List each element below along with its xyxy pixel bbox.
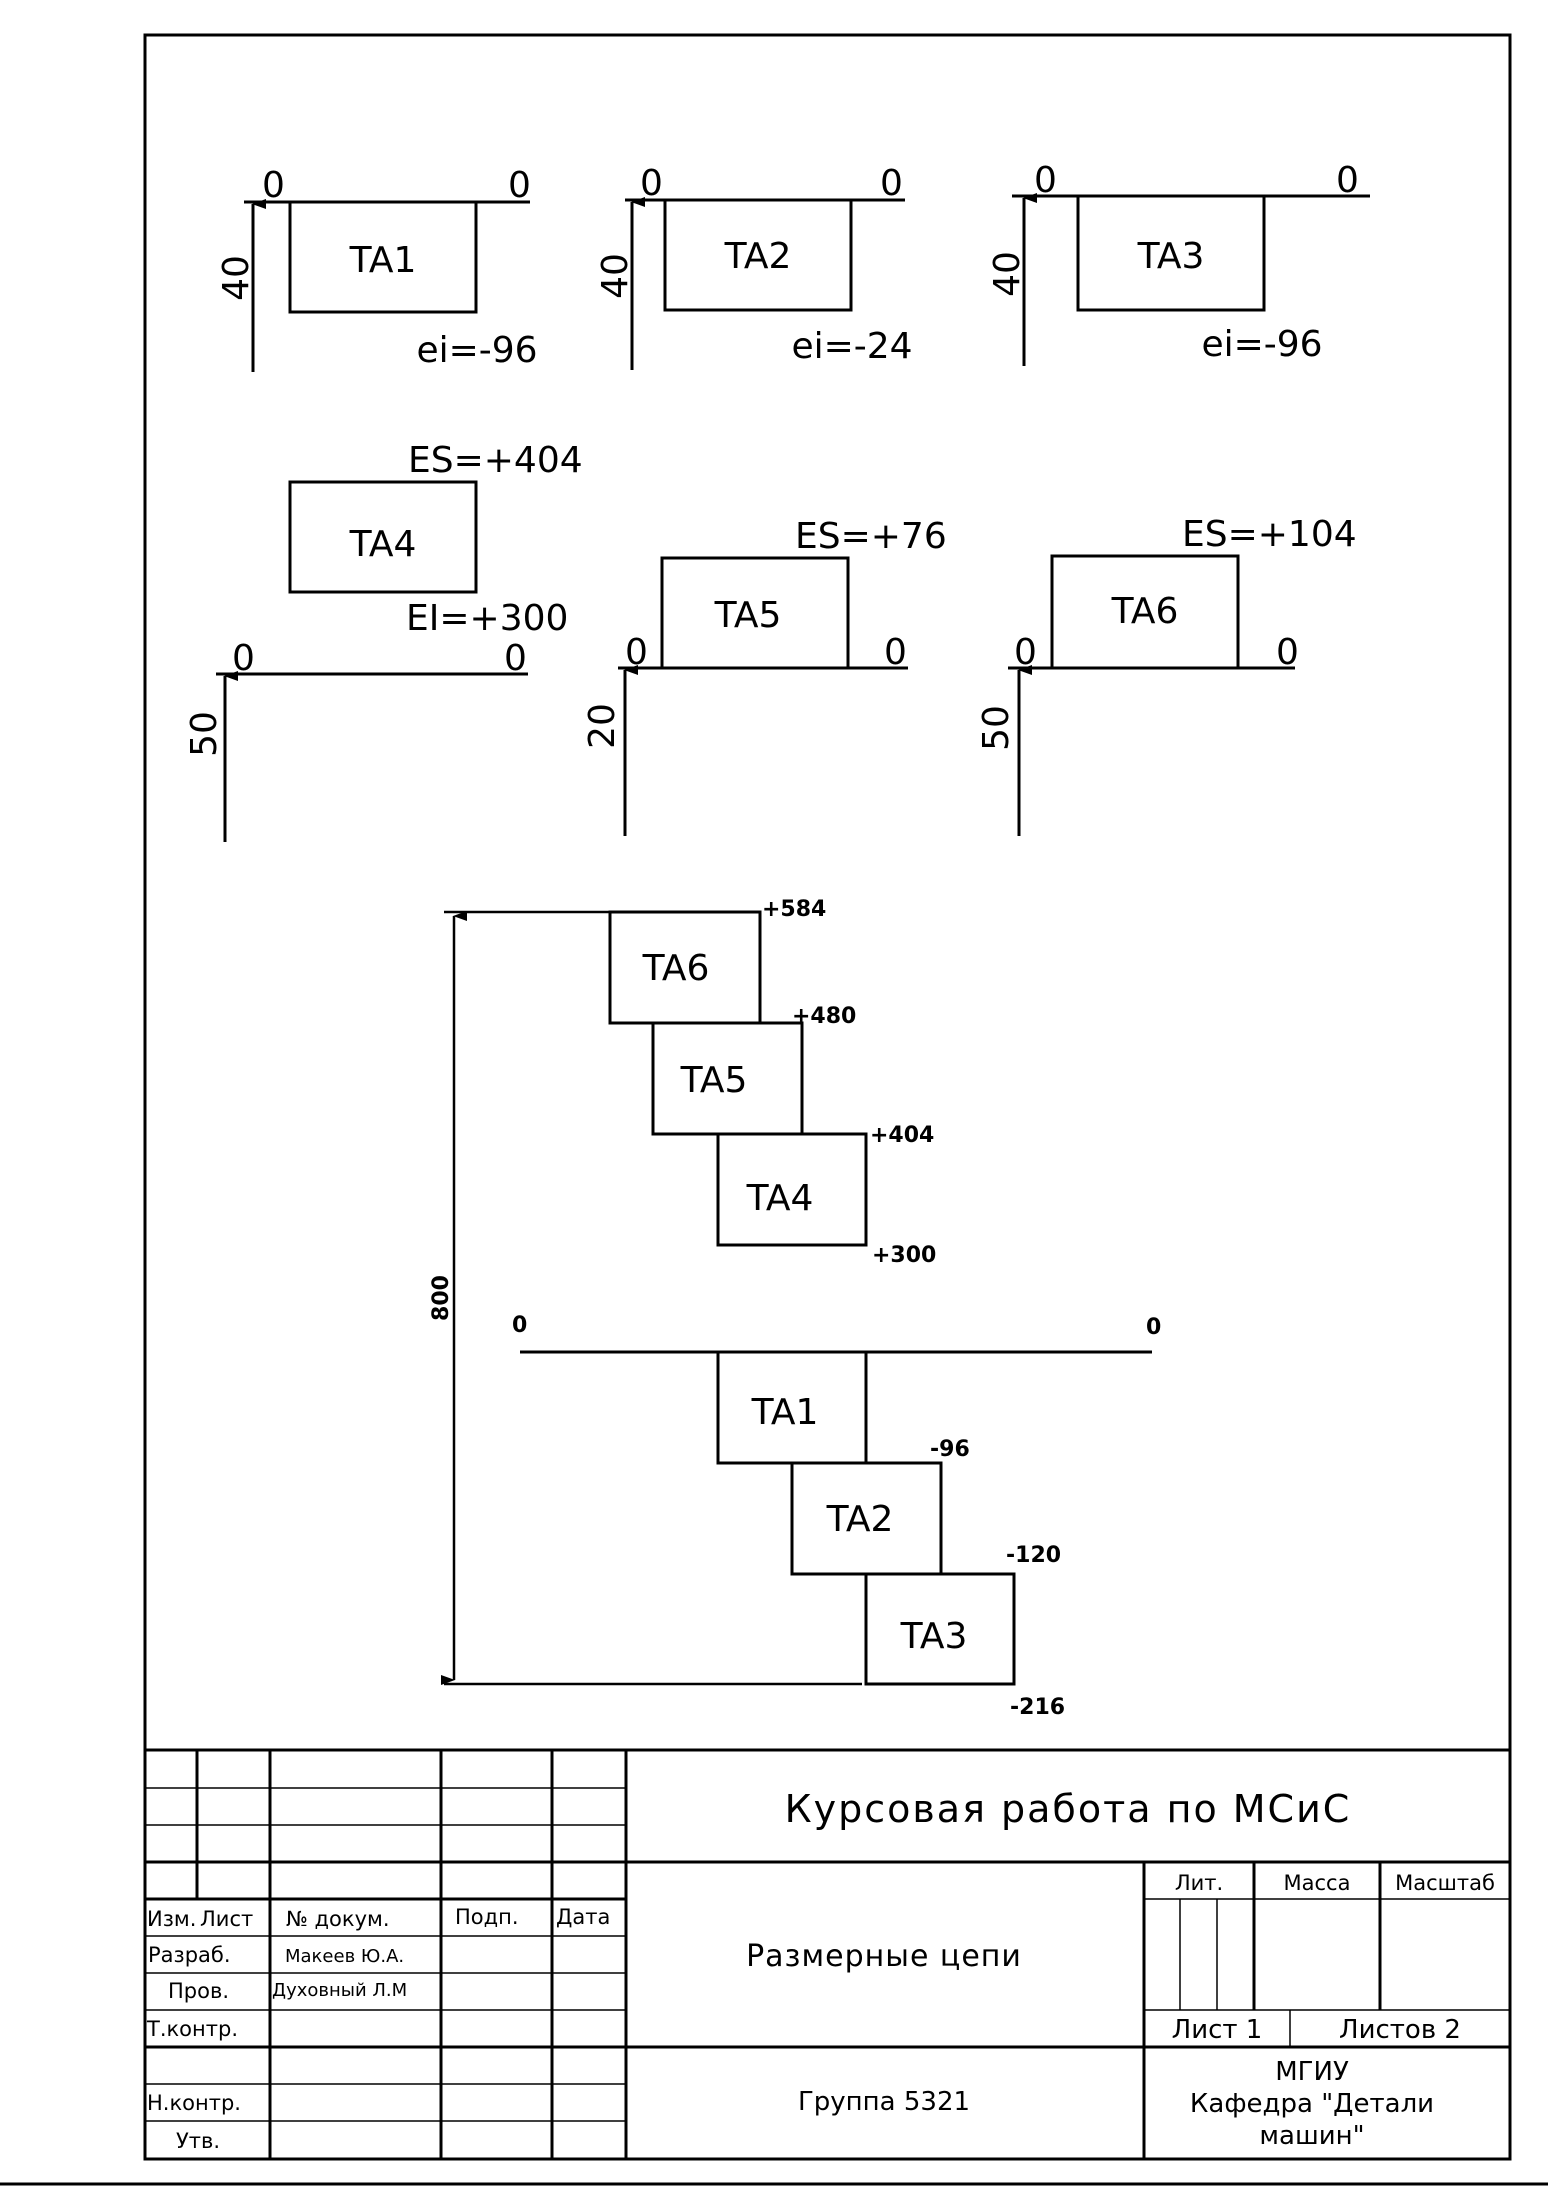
deviation-top-label: ES=+76 bbox=[795, 516, 947, 557]
zero-label-left: 0 bbox=[640, 163, 663, 204]
dimension-value: 50 bbox=[184, 711, 225, 757]
org-line-1: МГИУ bbox=[1275, 2057, 1349, 2087]
chain-zero-right: 0 bbox=[1146, 1315, 1161, 1340]
deviation-top-label: ES=+404 bbox=[408, 440, 583, 481]
chain-box-ta3 bbox=[864, 1572, 1016, 1686]
box-label: TA4 bbox=[349, 524, 417, 565]
tolerance-box bbox=[288, 480, 478, 594]
zero-label-left: 0 bbox=[262, 165, 285, 206]
deviation-label: ei=-96 bbox=[416, 330, 537, 371]
chain-deviation-label: -216 bbox=[1010, 1695, 1065, 1720]
tolerance-box bbox=[288, 200, 478, 314]
panel-ta2: 0 0 TA2 ei=-24 40 bbox=[595, 163, 913, 370]
box-label: TA2 bbox=[724, 236, 792, 277]
sheet-count: Листов 2 bbox=[1339, 2015, 1461, 2045]
dimension-value: 40 bbox=[987, 251, 1028, 297]
dimension-value: 50 bbox=[976, 705, 1017, 751]
chain-box-label: TA2 bbox=[826, 1499, 894, 1540]
masshtab-header: Масштаб bbox=[1395, 1871, 1495, 1895]
col-podp: Подп. bbox=[455, 1905, 519, 1929]
chain-box-ta4 bbox=[716, 1132, 868, 1247]
row-razrab: Разраб. bbox=[148, 1943, 231, 1967]
total-dimension-value: 800 bbox=[429, 1275, 454, 1321]
zero-label-left: 0 bbox=[1034, 160, 1057, 201]
dimension-value: 20 bbox=[582, 703, 623, 749]
col-data: Дата bbox=[556, 1905, 610, 1929]
chain-deviation-label: +480 bbox=[792, 1004, 856, 1029]
massa-header: Масса bbox=[1284, 1871, 1351, 1895]
lit-header: Лит. bbox=[1175, 1871, 1223, 1895]
main-title: Курсовая работа по МСиС bbox=[785, 1787, 1352, 1831]
box-label: TA1 bbox=[349, 240, 417, 281]
panel-ta4: ES=+404 TA4 EI=+300 0 0 50 bbox=[184, 440, 583, 842]
deviation-top-label: ES=+104 bbox=[1182, 514, 1357, 555]
chain-deviation-label: +300 bbox=[872, 1243, 936, 1268]
razrab-name: Макеев Ю.А. bbox=[285, 1946, 404, 1967]
zero-label-left: 0 bbox=[232, 638, 255, 679]
box-label: TA6 bbox=[1111, 591, 1179, 632]
dimension-value: 40 bbox=[216, 255, 257, 301]
zero-label-right: 0 bbox=[1336, 160, 1359, 201]
panel-ta1: 0 0 TA1 ei=-96 40 bbox=[216, 165, 538, 372]
drawing-subtitle: Размерные цепи bbox=[746, 1939, 1022, 1974]
title-block-text: Курсовая работа по МСиС Размерные цепи Г… bbox=[146, 1787, 1495, 2153]
zero-label-left: 0 bbox=[625, 632, 648, 673]
zero-label-right: 0 bbox=[880, 163, 903, 204]
zero-label-right: 0 bbox=[508, 165, 531, 206]
panel-ta5: ES=+76 TA5 0 0 20 bbox=[582, 516, 947, 836]
col-izm: Изм. bbox=[147, 1907, 196, 1931]
zero-label-left: 0 bbox=[1014, 632, 1037, 673]
chain-box-label: TA1 bbox=[751, 1392, 819, 1433]
org-line-2: Кафедра "Детали bbox=[1190, 2089, 1434, 2119]
deviation-label: ei=-96 bbox=[1201, 324, 1322, 365]
dimension-chain: 800 0 0 TA6 +584 TA5 +480 TA4 +404 +300 … bbox=[429, 897, 1161, 1720]
zero-label-right: 0 bbox=[1276, 632, 1299, 673]
chain-deviation-label: +404 bbox=[870, 1123, 934, 1148]
sheet-number: Лист 1 bbox=[1172, 2015, 1263, 2045]
panel-ta6: ES=+104 TA6 0 0 50 bbox=[976, 514, 1357, 836]
chain-deviation-label: -96 bbox=[930, 1437, 970, 1462]
chain-box-label: TA4 bbox=[746, 1178, 814, 1219]
row-nkontr: Н.контр. bbox=[147, 2091, 241, 2115]
zero-label-right: 0 bbox=[504, 638, 527, 679]
drawing-frame bbox=[143, 33, 1512, 2161]
chain-box-label: TA5 bbox=[680, 1060, 748, 1101]
box-label: TA5 bbox=[714, 595, 782, 636]
box-label: TA3 bbox=[1137, 236, 1205, 277]
prov-name: Духовный Л.М bbox=[272, 1980, 407, 2001]
tolerance-box bbox=[1076, 194, 1266, 312]
chain-deviation-label: -120 bbox=[1006, 1543, 1061, 1568]
chain-box-label: TA3 bbox=[900, 1616, 968, 1657]
group-label: Группа 5321 bbox=[798, 2087, 970, 2117]
panel-ta3: 0 0 TA3 ei=-96 40 bbox=[987, 160, 1370, 366]
title-block bbox=[145, 1748, 1510, 2159]
chain-box-label: TA6 bbox=[642, 948, 710, 989]
col-doc: № докум. bbox=[286, 1907, 390, 1931]
chain-zero-left: 0 bbox=[512, 1313, 527, 1338]
dimension-value: 40 bbox=[595, 253, 636, 299]
row-utv: Утв. bbox=[176, 2129, 220, 2153]
col-list: Лист bbox=[200, 1907, 253, 1931]
org-line-3: машин" bbox=[1259, 2121, 1364, 2151]
row-prov: Пров. bbox=[168, 1979, 229, 2003]
deviation-bottom-label: EI=+300 bbox=[406, 598, 568, 639]
row-tkontr: Т.контр. bbox=[146, 2017, 238, 2041]
chain-deviation-label: +584 bbox=[762, 897, 826, 922]
tolerance-box bbox=[663, 198, 853, 312]
deviation-label: ei=-24 bbox=[791, 326, 912, 367]
zero-label-right: 0 bbox=[884, 632, 907, 673]
